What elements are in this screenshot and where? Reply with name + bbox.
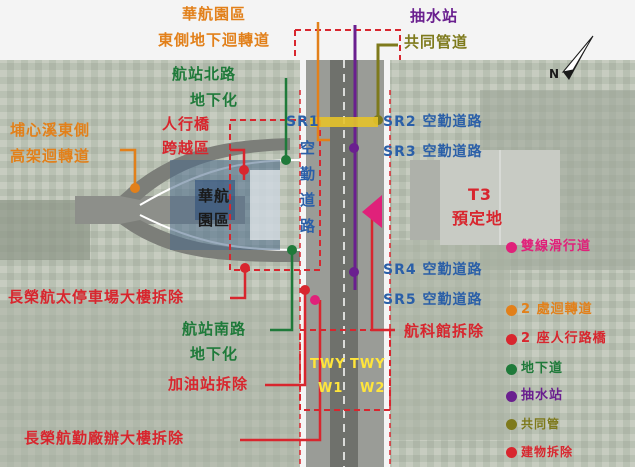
utility-line (376, 43, 398, 120)
legend-swatch (506, 333, 517, 345)
legend-swatch (506, 447, 517, 459)
legend-item: 建物拆除 (506, 445, 574, 460)
label-pedestrian-bridge-1: 人行橋 (162, 115, 211, 133)
label-hua-hang-area-1: 華航 (198, 187, 231, 205)
north-ramp (120, 138, 290, 200)
legend-item: 共同管 (506, 417, 561, 432)
legend-item: 抽水站 (506, 388, 564, 404)
label-evergreen-hangar: 長榮航勤廠辦大樓拆除 (24, 429, 185, 447)
label-sr3: SR3 空勤道路 (383, 144, 483, 160)
label-evergreen-parking: 長榮航太停車場大樓拆除 (8, 288, 185, 306)
legend-swatch (506, 304, 517, 316)
label-t3-1: T3 (468, 185, 493, 204)
label-pedestrian-bridge-2: 跨越區 (162, 139, 211, 157)
label-utility-tunnel: 共同管道 (404, 33, 469, 51)
legend-item: 地下道 (506, 361, 564, 377)
label-pumping-station: 抽水站 (410, 7, 459, 25)
legend-label: 地下道 (521, 361, 564, 376)
label-terminal-north-2: 地下化 (190, 91, 239, 109)
label-hua-hang-area-2: 園區 (198, 211, 231, 229)
label-terminal-north-1: 航站北路 (172, 65, 237, 83)
label-sr1-vertical: 空勤道路 (300, 139, 317, 235)
legend-label: 2 座人行路橋 (521, 331, 607, 346)
label-sr5: SR5 空勤道路 (383, 292, 483, 308)
label-twy-w2-1: TWY (350, 357, 386, 372)
label-sr2: SR2 空勤道路 (383, 114, 483, 130)
legend-swatch (506, 241, 517, 253)
label-hua-hang-east-1: 華航園區 (182, 5, 247, 23)
label-terminal-south-2: 地下化 (190, 345, 239, 363)
label-terminal-south-1: 航站南路 (182, 320, 247, 338)
label-sr4: SR4 空勤道路 (383, 262, 483, 278)
legend-label: 雙線滑行道 (521, 239, 592, 254)
orange-leader-1 (316, 22, 330, 142)
label-t3-2: 預定地 (452, 209, 504, 228)
legend-item: 2 處迴轉道 (506, 302, 593, 318)
legend-label: 共同管 (521, 417, 561, 431)
label-twy-w1-2: W1 (318, 381, 344, 396)
south-ramp (120, 220, 300, 262)
north-arrow-icon: N (549, 35, 594, 81)
label-sr1: SR1 (286, 114, 320, 130)
legend-label: 建物拆除 (521, 445, 574, 459)
legend-item: 雙線滑行道 (506, 239, 592, 255)
legend-label: 2 處迴轉道 (521, 302, 593, 317)
legend-swatch (506, 363, 517, 375)
legend-item: 2 座人行路橋 (506, 331, 607, 347)
museum-marker (362, 195, 382, 228)
label-puxinxi-1: 埔心溪東側 (10, 121, 91, 139)
legend-swatch (506, 390, 517, 402)
label-hua-hang-east-2: 東側地下迴轉道 (158, 31, 271, 49)
label-twy-w2-2: W2 (360, 381, 386, 396)
label-aviation-museum: 航科館拆除 (404, 322, 485, 340)
label-puxinxi-2: 高架迴轉道 (10, 147, 91, 165)
svg-text:N: N (549, 67, 559, 81)
legend-swatch (506, 419, 517, 431)
label-gas-station: 加油站拆除 (168, 375, 249, 393)
label-twy-w1-1: TWY (310, 357, 346, 372)
legend-label: 抽水站 (521, 388, 564, 403)
